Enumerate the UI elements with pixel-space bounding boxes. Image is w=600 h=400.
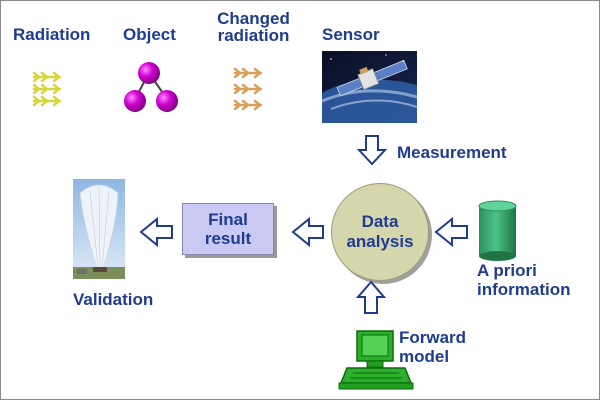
forward-model-to-analysis-arrow bbox=[355, 280, 387, 314]
label-sensor: Sensor bbox=[322, 25, 380, 44]
changed-radiation-arrow-row-2 bbox=[233, 83, 263, 95]
radiation-arrow-row-3 bbox=[32, 95, 62, 107]
label-forward-model: Forward model bbox=[399, 328, 466, 366]
label-a-priori-information: A priori information bbox=[477, 261, 571, 299]
label-forward-model-line1: Forward bbox=[399, 328, 467, 347]
database-cylinder-icon bbox=[478, 200, 517, 261]
radiation-arrow-row-1 bbox=[32, 71, 62, 83]
label-changed-radiation-line2: radiation bbox=[217, 26, 290, 45]
label-measurement: Measurement bbox=[397, 143, 507, 162]
label-forward-model-line2: model bbox=[399, 347, 450, 366]
changed-radiation-arrows-icon bbox=[233, 67, 263, 111]
label-object: Object bbox=[123, 25, 176, 44]
label-a-priori-line2: information bbox=[477, 280, 571, 299]
label-a-priori-line1: A priori bbox=[477, 261, 537, 280]
measurement-arrow bbox=[356, 135, 388, 166]
label-changed-radiation-line1: Changed bbox=[217, 9, 290, 28]
changed-radiation-arrow-row-1 bbox=[233, 67, 263, 79]
label-changed-radiation: Changed radiation bbox=[206, 10, 301, 44]
balloon-photo bbox=[73, 179, 125, 279]
radiation-arrows-icon bbox=[32, 71, 62, 107]
molecule-icon bbox=[124, 62, 178, 112]
apriori-to-analysis-arrow bbox=[434, 216, 468, 248]
label-radiation: Radiation bbox=[13, 25, 91, 44]
radiation-arrow-row-2 bbox=[32, 83, 62, 95]
final-result-box: Final result bbox=[182, 203, 274, 255]
data-analysis-circle: Data analysis bbox=[331, 183, 429, 281]
result-to-validation-arrow bbox=[139, 216, 173, 248]
data-analysis-line1: Data bbox=[361, 212, 399, 231]
label-validation: Validation bbox=[73, 290, 154, 309]
final-result-line2: result bbox=[204, 229, 252, 248]
analysis-to-result-arrow bbox=[291, 216, 324, 248]
satellite-photo bbox=[321, 51, 418, 123]
final-result-line1: Final bbox=[208, 210, 248, 229]
data-analysis-line2: analysis bbox=[346, 232, 414, 251]
changed-radiation-arrow-row-3 bbox=[233, 99, 263, 111]
computer-icon bbox=[338, 330, 414, 390]
